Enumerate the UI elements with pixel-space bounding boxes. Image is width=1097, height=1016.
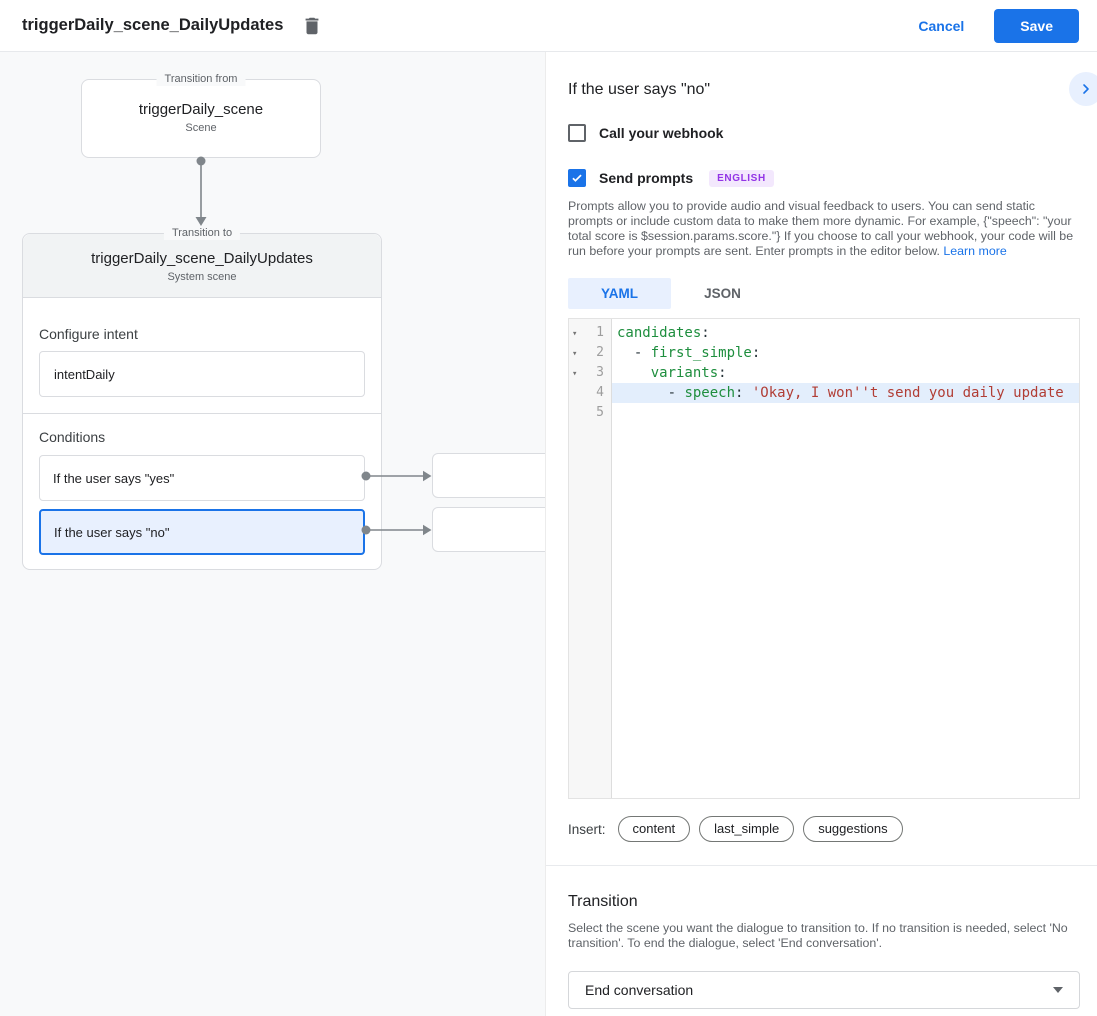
conditions-label: Conditions <box>39 429 106 445</box>
configure-intent-label: Configure intent <box>39 326 138 342</box>
line-number: 3 <box>596 365 604 380</box>
card-divider <box>23 413 381 414</box>
editor-gutter: ▾1 ▾2 ▾3 4 5 <box>569 319 612 798</box>
scene-flow-canvas: Transition from triggerDaily_scene Scene… <box>0 52 545 1016</box>
from-scene-name: triggerDaily_scene <box>138 101 264 118</box>
code-line-3[interactable]: variants: <box>650 365 727 381</box>
condition-target-card-no[interactable] <box>432 507 545 552</box>
prompts-description: Prompts allow you to provide audio and v… <box>568 199 1080 259</box>
trash-icon <box>305 17 319 34</box>
insert-chip-suggestions[interactable]: suggestions <box>803 816 903 842</box>
cancel-button[interactable]: Cancel <box>918 17 965 34</box>
insert-row: Insert: content last_simple suggestions <box>568 816 1080 842</box>
send-prompts-row: Send prompts ENGLISH <box>568 169 1080 187</box>
call-webhook-label: Call your webhook <box>599 125 724 141</box>
code-line-5[interactable] <box>612 403 1079 423</box>
condition-row-yes[interactable]: If the user says "yes" <box>39 455 365 501</box>
line-number: 1 <box>596 325 604 340</box>
gutter-line[interactable]: ▾2 <box>569 343 611 363</box>
panel-title: If the user says "no" <box>568 81 711 98</box>
line-number: 4 <box>596 385 604 400</box>
transition-to-legend: Transition to <box>163 227 241 240</box>
section-divider <box>546 865 1097 866</box>
insert-chip-last-simple[interactable]: last_simple <box>699 816 795 842</box>
call-webhook-checkbox[interactable] <box>568 124 586 142</box>
gutter-line[interactable]: ▾1 <box>569 323 611 343</box>
fold-icon[interactable]: ▾ <box>572 369 578 379</box>
to-scene-name: triggerDaily_scene_DailyUpdates <box>91 250 313 267</box>
delete-scene-button[interactable] <box>301 15 323 37</box>
condition-target-card-yes[interactable] <box>432 453 545 498</box>
tab-json[interactable]: JSON <box>704 286 741 301</box>
transition-select-value: End conversation <box>585 982 694 998</box>
transition-select[interactable]: End conversation <box>568 971 1080 1009</box>
page-title: triggerDaily_scene_DailyUpdates <box>22 16 284 34</box>
top-bar: triggerDaily_scene_DailyUpdates Cancel S… <box>0 0 1097 52</box>
transition-from-legend: Transition from <box>156 73 246 86</box>
save-button[interactable]: Save <box>994 8 1079 43</box>
intent-field[interactable]: intentDaily <box>39 351 365 397</box>
tab-yaml[interactable]: YAML <box>568 278 671 309</box>
line-number: 5 <box>596 405 604 420</box>
from-scene-type: Scene <box>185 122 217 134</box>
transition-to-card: Transition to triggerDaily_scene_DailyUp… <box>22 227 382 570</box>
fold-icon[interactable]: ▾ <box>572 329 578 339</box>
collapse-panel-button[interactable] <box>1069 72 1097 106</box>
line-number: 2 <box>596 345 604 360</box>
prompts-description-text: Prompts allow you to provide audio and v… <box>568 199 1074 258</box>
language-badge: ENGLISH <box>709 169 774 187</box>
checkmark-icon <box>572 174 582 182</box>
code-line-4[interactable]: - speech: 'Okay, I won''t send you daily… <box>612 383 1079 403</box>
fold-icon[interactable]: ▾ <box>572 349 578 359</box>
learn-more-link[interactable]: Learn more <box>943 244 1007 258</box>
transition-heading: Transition <box>568 893 638 910</box>
webhook-row: Call your webhook <box>568 124 1080 142</box>
condition-detail-panel: If the user says "no" Call your webhook … <box>545 52 1097 1016</box>
to-card-body: Configure intent intentDaily Conditions … <box>23 326 381 555</box>
send-prompts-checkbox[interactable] <box>568 169 586 187</box>
insert-chip-content[interactable]: content <box>617 816 691 842</box>
insert-label: Insert: <box>568 821 606 837</box>
editor-code-area[interactable]: candidates: - first_simple: variants: - … <box>612 319 1079 798</box>
chevron-right-icon <box>1083 84 1089 94</box>
prompt-code-editor: ▾1 ▾2 ▾3 4 5 candidates: - first_simple:… <box>568 318 1080 799</box>
send-prompts-label: Send prompts <box>599 170 694 186</box>
gutter-line: 4 <box>569 383 611 403</box>
to-scene-type: System scene <box>167 271 237 283</box>
code-line-1[interactable]: candidates: <box>617 325 710 341</box>
editor-format-tabs: YAML JSON <box>568 278 1080 309</box>
transition-from-card[interactable]: Transition from triggerDaily_scene Scene <box>81 73 321 158</box>
transition-description: Select the scene you want the dialogue t… <box>568 921 1068 950</box>
condition-row-no[interactable]: If the user says "no" <box>39 509 365 555</box>
to-card-header[interactable]: triggerDaily_scene_DailyUpdates System s… <box>23 234 381 298</box>
dropdown-caret-icon <box>1053 987 1063 993</box>
topbar-actions: Cancel Save <box>918 8 1079 43</box>
gutter-line: 5 <box>569 403 611 423</box>
gutter-line[interactable]: ▾3 <box>569 363 611 383</box>
code-line-2[interactable]: - first_simple: <box>617 345 761 361</box>
